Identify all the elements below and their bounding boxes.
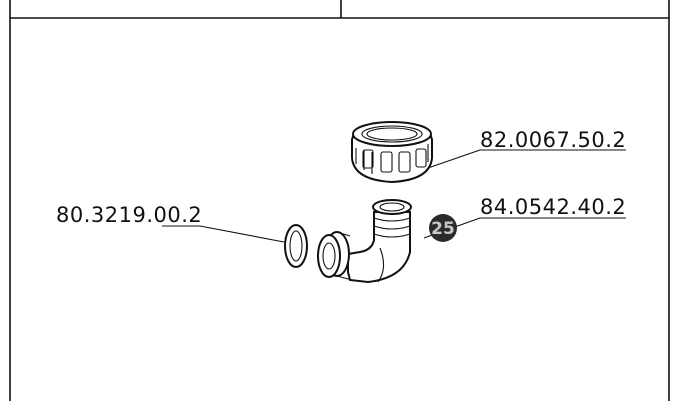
badge-number: 25 <box>431 219 455 239</box>
drawing-frame <box>9 0 670 401</box>
callout-elbow-label: 84.0542.40.2 <box>480 195 626 219</box>
nut-part <box>351 120 433 184</box>
leader-lines <box>162 149 626 243</box>
callout-oring-label: 80.3219.00.2 <box>56 203 202 227</box>
oring-part <box>284 224 308 268</box>
callout-nut-label: 82.0067.50.2 <box>480 128 626 152</box>
elbow-part <box>317 199 412 284</box>
item-number-badge: 25 <box>429 214 457 242</box>
badge-circle <box>429 214 457 242</box>
